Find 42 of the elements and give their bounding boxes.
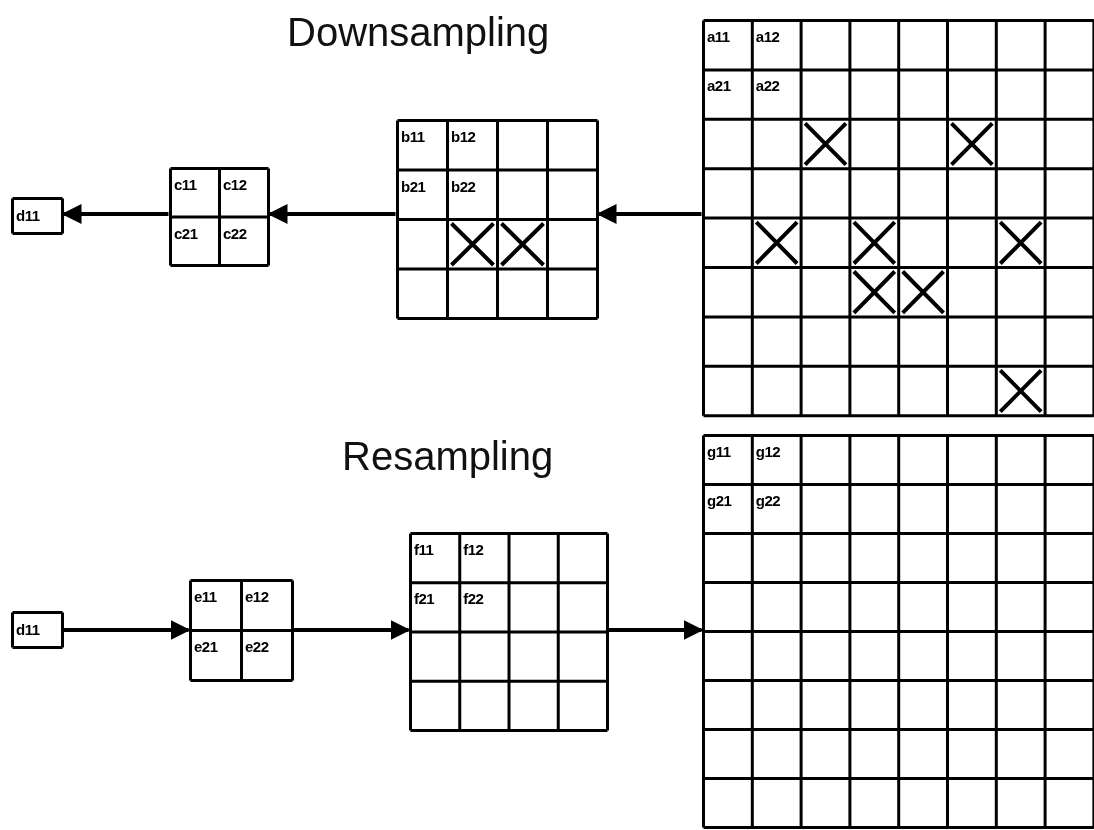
cell-label: f22	[463, 591, 484, 607]
arrow	[293, 620, 411, 640]
cell-label: f21	[414, 591, 435, 607]
cell-label: d11	[16, 622, 40, 637]
matrix-grid	[395, 118, 599, 320]
arrow	[596, 204, 702, 224]
cell-label: a21	[707, 78, 731, 94]
cell-label: g11	[707, 444, 731, 459]
matrix-grid	[408, 531, 609, 732]
cell-label: c12	[223, 177, 247, 192]
cell-label: e12	[245, 589, 269, 604]
matrix-grid	[168, 166, 270, 267]
arrow	[608, 620, 704, 640]
cell-label: g21	[707, 493, 732, 508]
cell-label: a12	[755, 29, 780, 44]
cell-label: e11	[194, 589, 217, 604]
matrix-grid	[701, 18, 1094, 417]
cell-label: b22	[451, 178, 476, 194]
cell-label: d11	[16, 208, 40, 223]
cell-label: c11	[174, 177, 197, 192]
matrix-grid	[188, 578, 294, 682]
cell-label: b21	[401, 178, 426, 194]
arrow	[61, 204, 169, 224]
cell-label: e21	[194, 639, 218, 654]
cell-label: c22	[223, 225, 247, 241]
arrow	[63, 620, 191, 640]
cell-label: b11	[401, 129, 425, 144]
cell-label: b12	[451, 129, 476, 144]
cell-label: g12	[755, 444, 781, 459]
matrix-grid	[701, 433, 1094, 829]
cell-label: f12	[463, 542, 484, 557]
cell-label: e22	[245, 639, 269, 654]
value-box	[10, 610, 64, 649]
cell-label: a22	[755, 78, 780, 94]
cell-label: a11	[707, 29, 730, 44]
cell-label: f11	[414, 542, 434, 557]
cell-label: g22	[755, 493, 781, 508]
cell-label: c21	[174, 225, 198, 241]
arrow	[267, 204, 396, 224]
value-box	[10, 196, 64, 235]
section-heading: Downsampling	[287, 12, 550, 52]
section-heading: Resampling	[342, 436, 554, 476]
